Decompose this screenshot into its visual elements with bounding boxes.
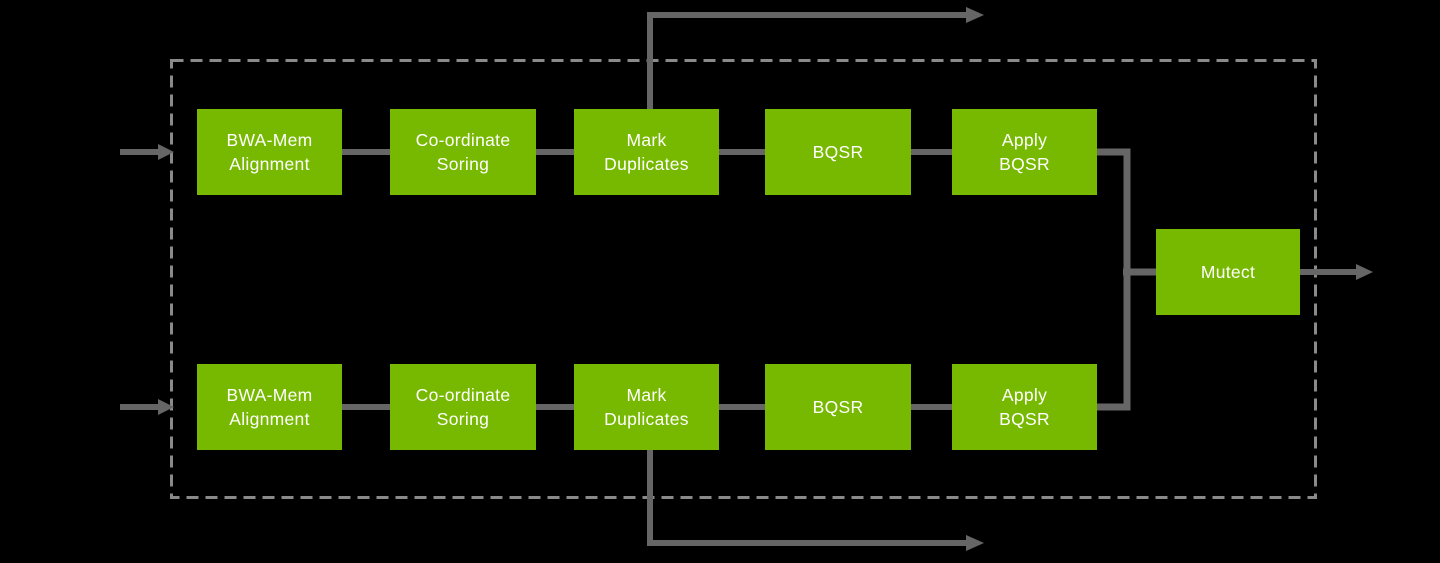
input-arrow-bottom [120,399,174,415]
inter-node-connector-lines [342,149,952,410]
output-arrow-mutect-head-icon [1356,264,1373,280]
branch-output-arrow-top-head-icon [966,7,984,23]
branch-output-arrow-top [647,7,984,112]
output-arrow-mutect [1300,264,1373,280]
input-arrow-bottom-head-icon [158,399,174,415]
node-coordinate-soring-top: Co-ordinate Soring [390,109,536,195]
node-mark-duplicates-bottom: Mark Duplicates [574,364,719,450]
node-apply-bqsr-bottom: Apply BQSR [952,364,1097,450]
branch-output-arrow-bottom-head-icon [966,535,984,551]
input-arrow-top-head-icon [158,144,174,160]
node-bwa-mem-alignment-bottom: BWA-Mem Alignment [197,364,342,450]
node-mutect: Mutect [1156,229,1300,315]
node-bwa-mem-alignment-top: BWA-Mem Alignment [197,109,342,195]
node-apply-bqsr-top: Apply BQSR [952,109,1097,195]
merge-trunk-connector [1097,148,1131,411]
node-mark-duplicates-top: Mark Duplicates [574,109,719,195]
node-coordinate-soring-bottom: Co-ordinate Soring [390,364,536,450]
pipeline-boundary-dashed-box [170,59,1317,499]
branch-output-arrow-bottom-line [647,447,966,546]
branch-output-arrow-bottom [647,447,984,551]
node-bqsr-top: BQSR [765,109,911,195]
input-arrow-top [120,144,174,160]
node-bqsr-bottom: BQSR [765,364,911,450]
branch-output-arrow-top-line [647,12,966,112]
